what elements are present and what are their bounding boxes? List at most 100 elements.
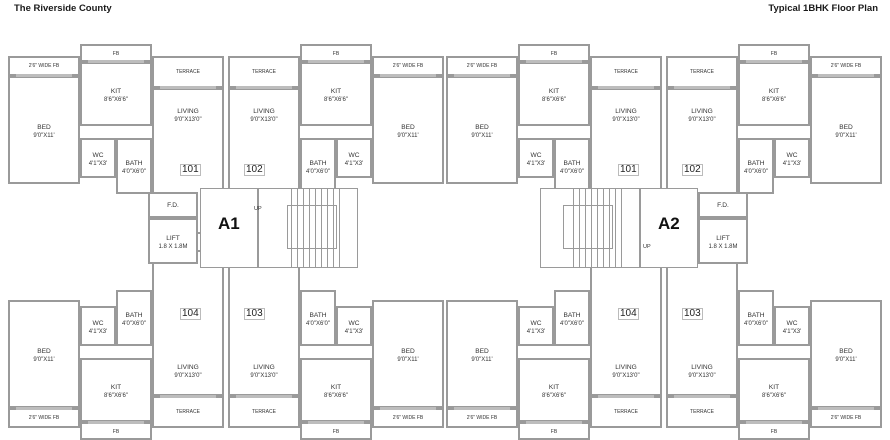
wide-fb-label: 2'6" WIDE FB bbox=[10, 414, 78, 422]
stair-direction-line bbox=[563, 205, 613, 249]
fb: FB bbox=[300, 422, 372, 440]
window bbox=[88, 60, 144, 63]
fb-name: FB bbox=[550, 429, 558, 435]
wc-name: WC bbox=[530, 152, 542, 159]
stair-tread bbox=[579, 189, 580, 267]
bedroom-dimension: 9'0"X11' bbox=[397, 133, 419, 139]
bedroom-name: BED bbox=[839, 124, 853, 131]
terrace-label: TERRACE bbox=[230, 68, 298, 76]
wide-fb-name: 2'6" WIDE FB bbox=[466, 63, 498, 69]
stair-tread bbox=[327, 189, 328, 267]
bath-dimension: 4'0"X6'0" bbox=[306, 169, 330, 175]
fb-label: FB bbox=[740, 50, 808, 58]
wc: WC 4'1"X3' bbox=[518, 138, 554, 178]
fb: FB bbox=[80, 422, 152, 440]
fire-duct-label: F.D. bbox=[700, 202, 746, 210]
bath-dimension: 4'0"X6'0" bbox=[560, 169, 584, 175]
wide-fb: 2'6" WIDE FB bbox=[446, 56, 518, 76]
window bbox=[236, 86, 292, 89]
wide-fb-label: 2'6" WIDE FB bbox=[374, 414, 442, 422]
kitchen-dimension: 8'6"X6'6" bbox=[762, 393, 786, 399]
lobby bbox=[640, 188, 698, 268]
window bbox=[674, 395, 730, 398]
kitchen-dimension: 8'6"X6'6" bbox=[762, 97, 786, 103]
kitchen-dimension: 8'6"X6'6" bbox=[542, 97, 566, 103]
wc-name: WC bbox=[786, 152, 798, 159]
fb-label: FB bbox=[82, 50, 150, 58]
terrace-label: TERRACE bbox=[154, 68, 222, 76]
fb-label: FB bbox=[520, 428, 588, 436]
stair-tread bbox=[609, 189, 610, 267]
stair-tread bbox=[321, 189, 322, 267]
staircase[interactable] bbox=[540, 188, 640, 268]
living-name: LIVING bbox=[691, 108, 713, 115]
wide-fb-name: 2'6" WIDE FB bbox=[392, 63, 424, 69]
terrace: TERRACE bbox=[666, 56, 738, 88]
fb-label: FB bbox=[740, 428, 808, 436]
bath: BATH 4'0"X6'0" bbox=[300, 138, 336, 194]
wc-dimension: 4'1"X3' bbox=[344, 329, 364, 335]
wc-dimension: 4'1"X3' bbox=[88, 329, 108, 335]
bath-name: BATH bbox=[747, 312, 765, 319]
unit-number: 103 bbox=[682, 308, 703, 320]
stair-up-label: UP bbox=[254, 206, 262, 212]
unit-number: 104 bbox=[618, 308, 639, 320]
terrace: TERRACE bbox=[152, 56, 224, 88]
stair-tread bbox=[291, 189, 292, 267]
fb-label: FB bbox=[520, 50, 588, 58]
bedroom-name: BED bbox=[401, 124, 415, 131]
kitchen-dimension: 8'6"X6'6" bbox=[104, 393, 128, 399]
fire-duct-name: F.D. bbox=[717, 202, 729, 209]
window bbox=[526, 60, 582, 63]
bedroom-dimension: 9'0"X11' bbox=[33, 357, 55, 363]
terrace-label: TERRACE bbox=[668, 68, 736, 76]
wide-fb-label: 2'6" WIDE FB bbox=[10, 62, 78, 70]
terrace-label: TERRACE bbox=[668, 408, 736, 416]
fb-label: FB bbox=[82, 428, 150, 436]
terrace-name: TERRACE bbox=[614, 409, 638, 415]
wing-name: A2 bbox=[658, 214, 680, 233]
stair-tread bbox=[339, 189, 340, 267]
wide-fb: 2'6" WIDE FB bbox=[372, 56, 444, 76]
fb-label: FB bbox=[302, 428, 370, 436]
wc-dimension: 4'1"X3' bbox=[526, 161, 546, 167]
bath-dimension: 4'0"X6'0" bbox=[122, 169, 146, 175]
fb: FB bbox=[738, 422, 810, 440]
lift-name: LIFT bbox=[166, 235, 180, 242]
lift-dimension: 1.8 X 1.8M bbox=[708, 244, 738, 250]
terrace: TERRACE bbox=[590, 56, 662, 88]
window bbox=[454, 407, 510, 410]
bath-name: BATH bbox=[309, 160, 327, 167]
wide-fb-name: 2'6" WIDE FB bbox=[28, 63, 60, 69]
staircase[interactable] bbox=[258, 188, 358, 268]
window bbox=[160, 86, 216, 89]
kitchen-dimension: 8'6"X6'6" bbox=[104, 97, 128, 103]
